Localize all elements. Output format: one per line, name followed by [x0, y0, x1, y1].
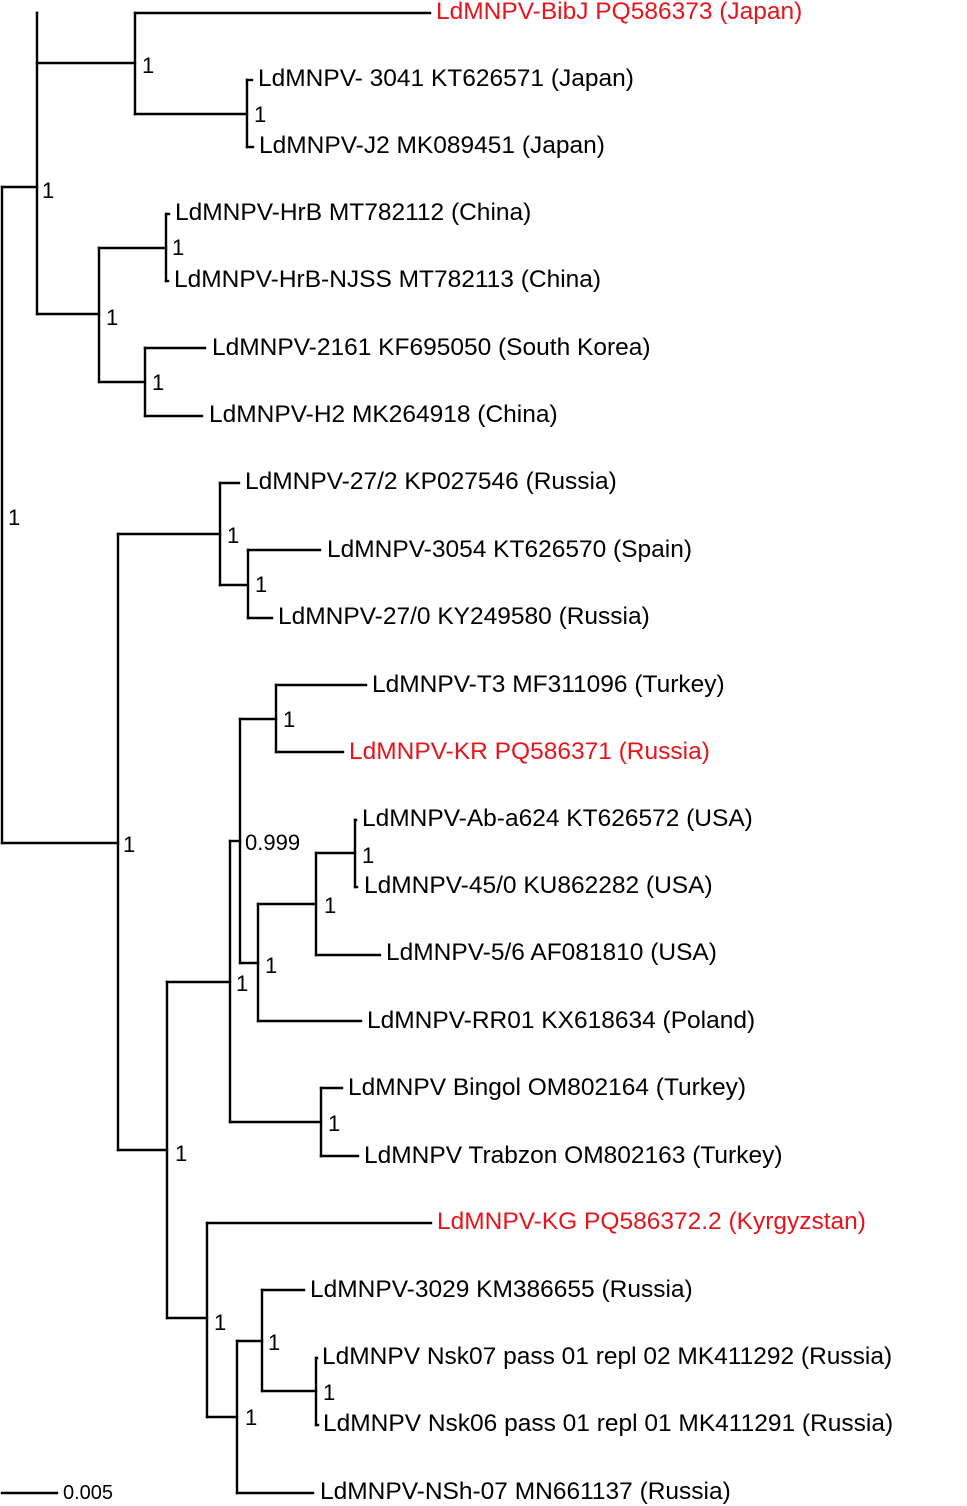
- tip-label: LdMNPV-3054 KT626570 (Spain): [327, 536, 692, 563]
- tip-label: LdMNPV-27/0 KY249580 (Russia): [278, 603, 650, 630]
- tip-label: LdMNPV-3029 KM386655 (Russia): [310, 1276, 693, 1303]
- tip-label: LdMNPV Nsk07 pass 01 repl 02 MK411292 (R…: [322, 1343, 893, 1370]
- tip-label: LdMNPV-KG PQ586372.2 (Kyrgyzstan): [437, 1208, 866, 1235]
- support-value: 1: [8, 505, 21, 530]
- support-value: 1: [236, 971, 249, 996]
- tip-label: LdMNPV Bingol OM802164 (Turkey): [348, 1074, 747, 1101]
- scale-bar-label: 0.005: [63, 1482, 114, 1504]
- tip-label: LdMNPV-Ab-a624 KT626572 (USA): [362, 805, 753, 832]
- support-value: 1: [172, 235, 185, 260]
- tip-label: LdMNPV-45/0 KU862282 (USA): [364, 872, 713, 899]
- tip-label: LdMNPV-HrB-NJSS MT782113 (China): [174, 266, 602, 293]
- support-value: 1: [175, 1141, 188, 1166]
- support-value: 1: [323, 1380, 336, 1405]
- support-value: 1: [255, 572, 268, 597]
- tip-label: LdMNPV- 3041 KT626571 (Japan): [258, 65, 634, 92]
- support-value: 1: [283, 707, 296, 732]
- tip-label: LdMNPV-KR PQ586371 (Russia): [349, 738, 710, 765]
- support-value: 1: [324, 893, 337, 918]
- tip-label: LdMNPV Nsk06 pass 01 repl 01 MK411291 (R…: [323, 1410, 894, 1437]
- support-value: 1: [227, 523, 240, 548]
- support-value: 1: [142, 53, 155, 78]
- support-value: 1: [245, 1405, 258, 1430]
- support-value: 1: [106, 305, 119, 330]
- support-value: 1: [362, 843, 375, 868]
- tip-label: LdMNPV-J2 MK089451 (Japan): [259, 132, 605, 159]
- tip-label: LdMNPV-T3 MF311096 (Turkey): [372, 671, 725, 698]
- support-value: 1: [42, 178, 55, 203]
- support-value: 1: [268, 1330, 281, 1355]
- tip-label: LdMNPV-H2 MK264918 (China): [209, 401, 558, 428]
- support-value: 1: [265, 953, 278, 978]
- support-value: 1: [123, 832, 136, 857]
- support-value: 1: [328, 1111, 341, 1136]
- tip-label: LdMNPV-2161 KF695050 (South Korea): [212, 334, 651, 361]
- support-value: 1: [214, 1310, 227, 1335]
- support-value: 0.999: [245, 830, 301, 855]
- tip-label: LdMNPV Trabzon OM802163 (Turkey): [364, 1142, 783, 1169]
- tip-label: LdMNPV-RR01 KX618634 (Poland): [367, 1007, 756, 1034]
- tip-label: LdMNPV-27/2 KP027546 (Russia): [245, 468, 617, 495]
- support-value: 1: [254, 102, 267, 127]
- tip-label: LdMNPV-NSh-07 MN661137 (Russia): [320, 1478, 731, 1505]
- tip-label: LdMNPV-5/6 AF081810 (USA): [386, 939, 717, 966]
- tip-label: LdMNPV-HrB MT782112 (China): [175, 199, 532, 226]
- support-value: 1: [152, 370, 165, 395]
- tip-label: LdMNPV-BibJ PQ586373 (Japan): [436, 0, 803, 25]
